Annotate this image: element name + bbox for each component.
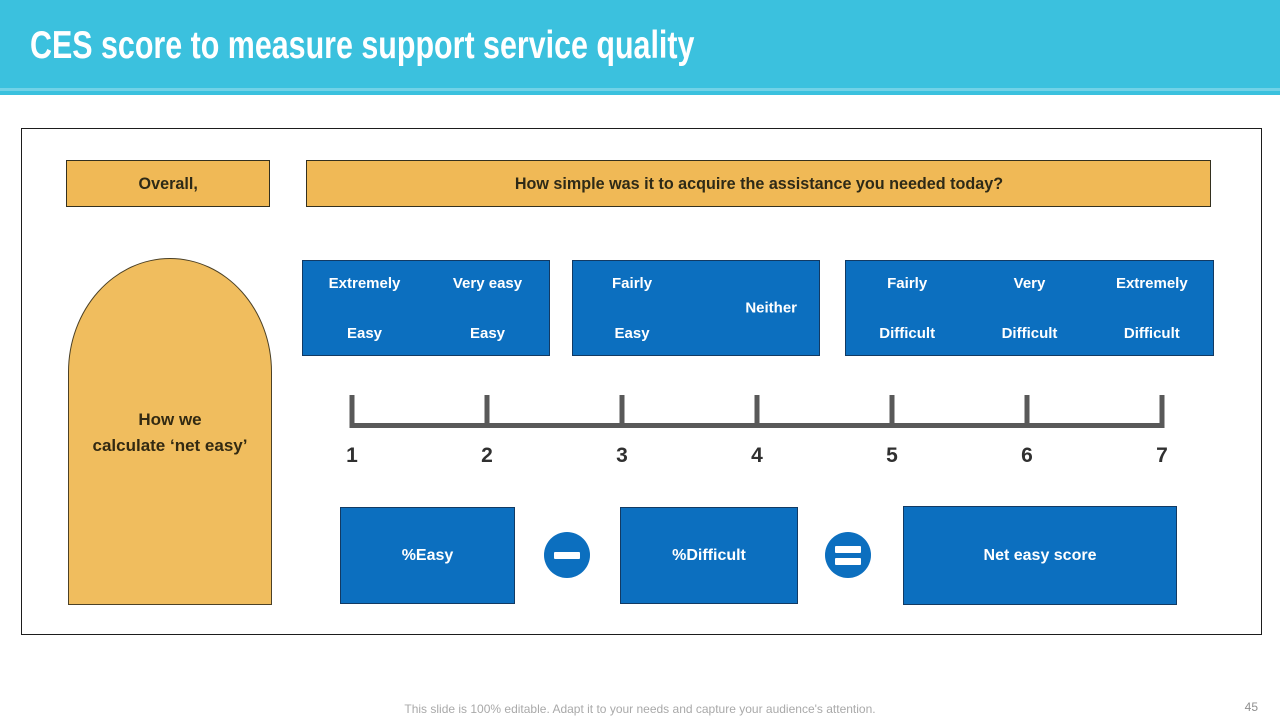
- equals-bar: [835, 557, 861, 565]
- arch-line1: How we: [138, 410, 202, 429]
- answer-col: Very easy Easy: [426, 261, 549, 355]
- percent-difficult-box: %Difficult: [620, 507, 798, 604]
- answer-label: Easy: [614, 325, 650, 342]
- answer-group-neutral: Fairly Easy Neither: [572, 260, 820, 356]
- footer-note: This slide is 100% editable. Adapt it to…: [404, 702, 876, 716]
- answer-col: Very Difficult: [968, 261, 1090, 355]
- answer-group-difficult: Fairly Difficult Very Difficult Extremel…: [845, 260, 1214, 356]
- rating-scale-labels: 1 2 3 4 5 6 7: [346, 444, 1168, 474]
- net-easy-arch: How we calculate ‘net easy’: [68, 258, 272, 605]
- scale-label: 5: [886, 444, 898, 467]
- answer-label: Extremely: [328, 275, 401, 292]
- answer-col: Extremely Easy: [303, 261, 426, 355]
- scale-label: 2: [481, 444, 493, 467]
- overall-label: Overall,: [138, 173, 198, 193]
- scale-label: 3: [616, 444, 628, 467]
- scale-tick: [349, 395, 355, 428]
- page-title: CES score to measure support service qua…: [30, 24, 695, 67]
- minus-icon: [544, 532, 590, 578]
- answer-label: Fairly: [612, 275, 653, 292]
- overall-label-box: Overall,: [66, 160, 270, 207]
- answer-col: Fairly Difficult: [846, 261, 968, 355]
- scale-tick: [1159, 395, 1165, 428]
- answer-label: Very: [1013, 275, 1046, 292]
- answer-label: Easy: [346, 325, 383, 342]
- scale-label: 4: [751, 444, 763, 467]
- page-number: 45: [1244, 700, 1258, 714]
- rating-scale: [349, 395, 1165, 428]
- answer-label: Difficult: [1001, 325, 1058, 342]
- answer-label: Easy: [469, 325, 506, 342]
- answer-col: Extremely Difficult: [1091, 261, 1213, 355]
- answer-group-easy: Extremely Easy Very easy Easy: [302, 260, 550, 356]
- answer-label: Very easy: [452, 275, 523, 292]
- percent-easy-label: %Easy: [401, 546, 454, 564]
- question-box: How simple was it to acquire the assista…: [306, 160, 1211, 207]
- header-stripe: [0, 88, 1280, 91]
- equals-icon: [825, 532, 871, 578]
- equals-bar: [835, 545, 861, 553]
- net-easy-score-box: Net easy score: [903, 506, 1177, 605]
- answer-label: Fairly: [887, 275, 928, 292]
- answer-col: Fairly Easy: [573, 261, 691, 355]
- answer-label: Difficult: [879, 325, 936, 342]
- scale-label: 1: [346, 444, 358, 467]
- answer-label: Difficult: [1123, 325, 1180, 342]
- header-band: CES score to measure support service qua…: [0, 0, 1280, 95]
- scale-tick: [754, 395, 760, 428]
- percent-easy-box: %Easy: [340, 507, 515, 604]
- percent-difficult-label: %Difficult: [672, 546, 746, 564]
- scale-label: 6: [1021, 444, 1033, 467]
- net-easy-score-label: Net easy score: [983, 546, 1097, 564]
- scale-tick: [889, 395, 895, 428]
- minus-bar: [554, 551, 580, 559]
- answer-label: Extremely: [1115, 275, 1188, 292]
- scale-tick: [1024, 395, 1030, 428]
- arch-line2: calculate ‘net easy’: [92, 436, 248, 455]
- answer-label-neither: Neither: [745, 299, 797, 317]
- net-easy-arch-text: How we calculate ‘net easy’: [93, 407, 248, 459]
- question-text: How simple was it to acquire the assista…: [514, 173, 1003, 193]
- scale-tick: [484, 395, 490, 428]
- scale-tick: [619, 395, 625, 428]
- scale-label: 7: [1156, 444, 1168, 467]
